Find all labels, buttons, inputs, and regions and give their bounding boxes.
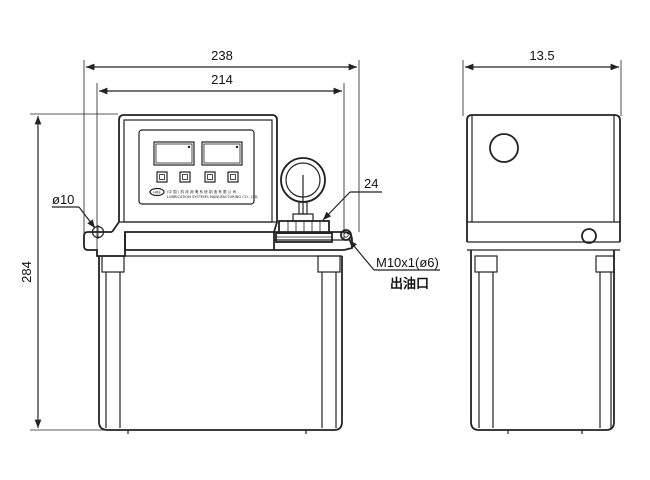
oil-outlet-port xyxy=(340,229,352,241)
pressure-gauge-icon xyxy=(280,157,326,222)
outlet-thread-label: M10x1(ø6) xyxy=(376,255,439,270)
panel-button-icon xyxy=(179,171,191,183)
hole-diameter-callout: ø10 xyxy=(52,192,96,229)
dimension-overall-width: 238 xyxy=(83,48,360,238)
panel-button-icon xyxy=(227,171,239,183)
side-reservoir xyxy=(470,250,615,431)
inner-width-label: 214 xyxy=(211,72,233,87)
side-depth-label: 13.5 xyxy=(529,48,554,63)
dimension-side-depth: 13.5 xyxy=(462,48,622,116)
outlet-name-label: 出油口 xyxy=(390,276,429,291)
control-panel xyxy=(138,129,255,205)
lcd-display-left xyxy=(153,141,195,166)
reservoir-post-right xyxy=(317,255,341,428)
maker-text-en: LUBRICATION SYSTEMS MANUFACTURING CO., L… xyxy=(167,195,259,199)
fitting-size-label: 24 xyxy=(364,176,378,191)
overall-width-label: 238 xyxy=(211,48,233,63)
panel-button-icon xyxy=(204,171,216,183)
brand-logo-text: HRE xyxy=(153,190,161,194)
panel-buttons xyxy=(156,171,239,183)
panel-button-icon xyxy=(156,171,168,183)
oil-reservoir xyxy=(98,256,343,431)
fitting-size-callout: 24 xyxy=(322,176,382,221)
reservoir-lid xyxy=(124,231,275,251)
side-outlet-port xyxy=(581,228,597,244)
brand-logo-icon xyxy=(149,187,165,197)
lcd-display-right xyxy=(201,141,243,166)
reservoir-post-left xyxy=(101,255,125,428)
lcd-indicator-dots xyxy=(187,145,239,149)
maker-text: (中 国 ) 机 床 润 滑 系 统 制 造 有 限 公 司 xyxy=(167,189,237,194)
front-view: 238 214 284 xyxy=(19,48,440,434)
controller-housing xyxy=(111,114,278,233)
mounting-flange xyxy=(83,231,126,257)
reservoir-feet xyxy=(127,430,307,434)
pump-fitting xyxy=(275,220,333,243)
side-gauge-window xyxy=(489,133,519,163)
height-label: 284 xyxy=(19,261,34,283)
side-view: 13.5 xyxy=(462,48,622,434)
side-housing xyxy=(466,114,621,242)
outlet-callout: M10x1(ø6) 出油口 xyxy=(348,239,440,291)
hole-diameter-label: ø10 xyxy=(52,192,74,207)
